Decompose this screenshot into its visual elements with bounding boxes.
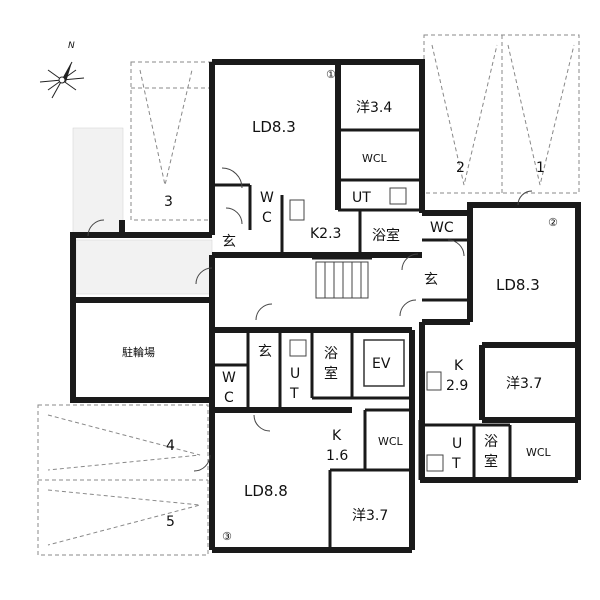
- compass-icon: [39, 61, 85, 99]
- unit2-bath-1: 浴: [484, 434, 498, 450]
- parking-spaces-1-2: [423, 34, 580, 194]
- elevator-label: EV: [372, 356, 391, 372]
- unit3-entry-label: 玄: [258, 343, 272, 360]
- unit3-kitchen-n: 1.6: [326, 448, 348, 464]
- washer-unit1: [389, 187, 407, 205]
- bike-parking-label: 駐輪場: [122, 345, 155, 359]
- parking-spaces-4-5: [37, 404, 209, 556]
- washer-unit3: [289, 339, 307, 357]
- unit3-bath-2: 室: [324, 365, 338, 382]
- parking-label-5: 5: [166, 514, 175, 530]
- unit1-wc-c: C: [262, 210, 272, 226]
- parking-label-2: 2: [456, 160, 465, 176]
- unit2-ut-u: U: [452, 436, 462, 452]
- north-label: N: [68, 41, 75, 51]
- unit3-wc-w: W: [222, 370, 236, 386]
- building-walls: [70, 59, 581, 553]
- unit2-wcl-label: WCL: [526, 446, 552, 459]
- unit1-entry-label: 玄: [222, 233, 236, 250]
- elevator-shaft: [363, 339, 405, 387]
- door-swings: [87, 167, 533, 472]
- unit1-ld-label: LD8.3: [252, 118, 296, 136]
- unit1-kitchen-label: K2.3: [310, 226, 341, 242]
- unit3-western-label: 洋3.7: [352, 508, 388, 524]
- unit2-bath-2: 室: [484, 453, 498, 470]
- unit2-kitchen-n: 2.9: [446, 378, 468, 394]
- unit1-western-label: 洋3.4: [356, 100, 392, 116]
- fridge-space-unit2: [426, 371, 442, 391]
- unit3-bath-1: 浴: [324, 346, 338, 362]
- bike-entry-area: [75, 239, 213, 295]
- unit3-ld-label: LD8.8: [244, 482, 288, 500]
- unit2-ut-t: T: [451, 456, 461, 472]
- unit1-bath-label: 浴室: [372, 227, 400, 244]
- unit1-wcl-label: WCL: [362, 152, 388, 165]
- terrace-area: [72, 127, 124, 234]
- unit1-ut-label: UT: [352, 190, 371, 206]
- unit1-marker: ①: [326, 68, 336, 81]
- unit3-wc-c: C: [224, 390, 234, 406]
- unit2-western-label: 洋3.7: [506, 376, 542, 392]
- unit2-kitchen-k: K: [454, 358, 464, 374]
- unit1-wc-w: W: [260, 190, 274, 206]
- parking-label-4: 4: [166, 438, 175, 454]
- parking-label-3: 3: [164, 194, 173, 210]
- fridge-space-unit1: [289, 199, 305, 221]
- parking-label-1: 1: [536, 160, 545, 176]
- unit2-entry-label: 玄: [424, 271, 438, 288]
- unit3-ut-u: U: [290, 366, 300, 382]
- unit3-wcl-label: WCL: [378, 435, 404, 448]
- unit3-marker: ③: [222, 530, 232, 543]
- unit2-ld-label: LD8.3: [496, 276, 540, 294]
- unit2-wc-label: WC: [430, 220, 454, 236]
- washer-unit2: [426, 454, 444, 472]
- staircase: [315, 261, 369, 299]
- unit3-ut-t: T: [289, 386, 299, 402]
- unit2-marker: ②: [548, 216, 558, 229]
- unit3-kitchen-k: K: [332, 428, 342, 444]
